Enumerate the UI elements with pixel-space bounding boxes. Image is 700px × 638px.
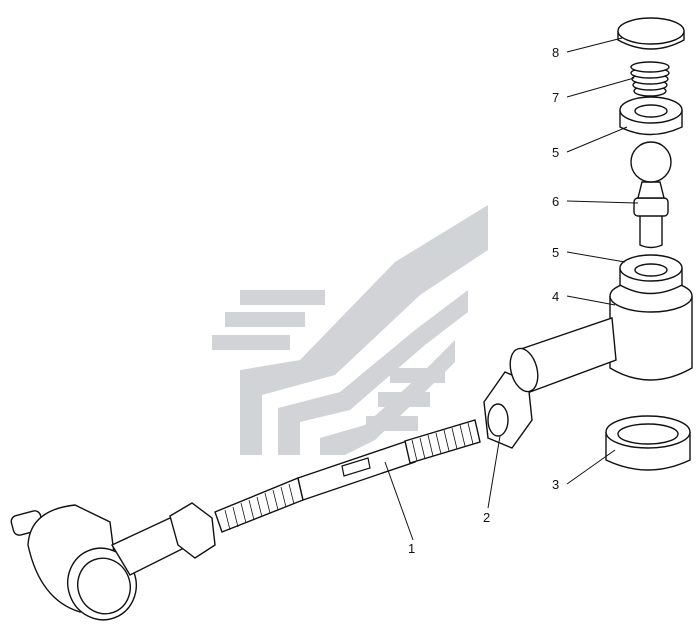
- spring-part: [630, 61, 670, 97]
- insert-lower-part: [619, 254, 683, 295]
- cap-part: [617, 17, 685, 50]
- tie-rod-part: [10, 419, 481, 621]
- brand-logo-watermark: [212, 205, 488, 455]
- ball-pin-part: [630, 141, 672, 249]
- cup-part: [605, 415, 691, 471]
- callout-1: 1: [408, 541, 415, 556]
- callout-7: 7: [552, 90, 559, 105]
- nut-part: [483, 371, 533, 449]
- callout-5a: 5: [552, 145, 559, 160]
- callout-2: 2: [483, 510, 490, 525]
- callout-3: 3: [552, 477, 559, 492]
- callout-6: 6: [552, 194, 559, 209]
- callout-labels: 8 7 5 6 5 4 3 1 2: [408, 45, 559, 556]
- leader-lines: [384, 37, 639, 541]
- callout-8: 8: [552, 45, 559, 60]
- callout-4: 4: [552, 289, 559, 304]
- callout-5b: 5: [552, 245, 559, 260]
- insert-upper-part: [619, 96, 683, 136]
- socket-housing-part: [509, 279, 693, 393]
